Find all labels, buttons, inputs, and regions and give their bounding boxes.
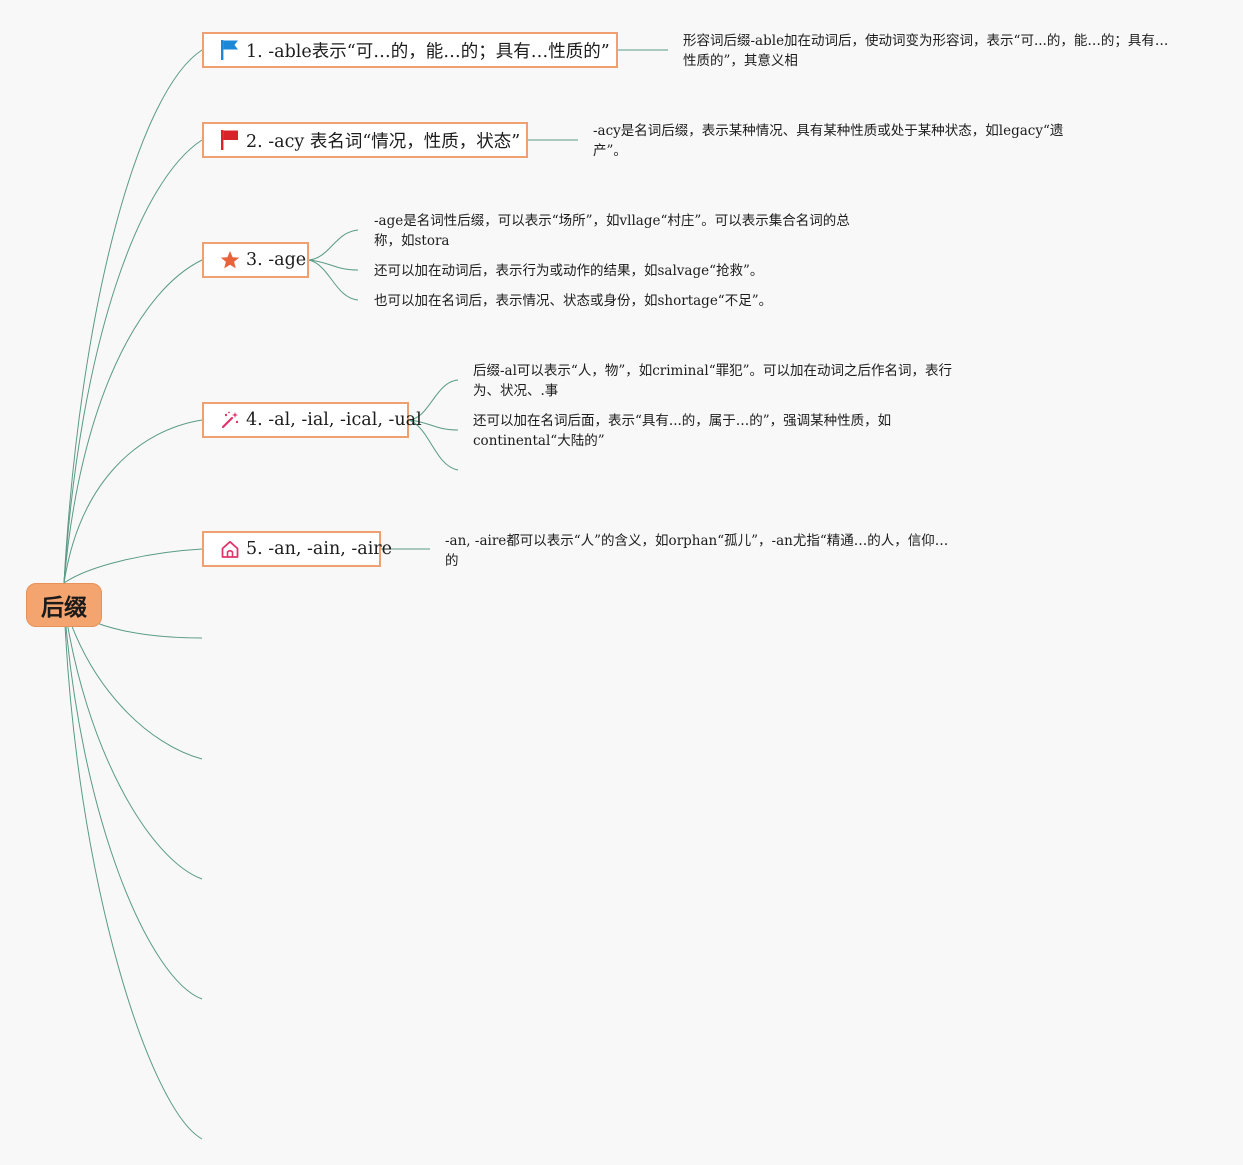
connector-empty-5: [63, 602, 203, 1140]
note-line: 性质的”，其意义相: [683, 53, 798, 69]
topic-able[interactable]: 1. -able表示“可…的，能…的；具有…性质的”: [202, 32, 618, 68]
subnote: 还可以加在动词后，表示行为或动作的结果，如salvage“抢救”。: [374, 261, 874, 281]
blue-flag-icon: [220, 39, 240, 61]
topic-label: 5. -an, -ain, -aire: [246, 539, 393, 559]
subnote: 还可以加在名词后面，表示“具有...的，属于…的”，强调某种性质，如 conti…: [473, 411, 973, 451]
topic-age[interactable]: 3. -age: [202, 242, 309, 278]
connector-subnote-3-1: [308, 229, 359, 261]
note-line: 为、状况、.事: [473, 383, 559, 399]
note-line: 也可以加在名词后，表示情况、状态或身份，如shortage“不足”。: [374, 293, 773, 309]
connector-subnote-4-2: [408, 419, 459, 431]
note-line: -an, -aire都可以表示“人”的含义，如orphan“孤儿”，-an尤指“…: [445, 533, 949, 549]
topic-an[interactable]: 5. -an, -ain, -aire: [202, 531, 392, 567]
note-line: 还可以加在动词后，表示行为或动作的结果，如salvage“抢救”。: [374, 263, 764, 279]
connector-topic-4: [63, 419, 203, 584]
topic-note: -an, -aire都可以表示“人”的含义，如orphan“孤儿”，-an尤指“…: [445, 531, 965, 571]
connector-subnote-4-1: [408, 379, 459, 421]
subnote: -age是名词性后缀，可以表示“场所”，如vllage“村庄”。可以表示集合名词…: [374, 211, 874, 251]
connector-empty-3: [63, 602, 203, 880]
topic-al[interactable]: 4. -al, -ial, -ical, -ual: [202, 402, 422, 438]
connector-subnote-4-3: [408, 419, 459, 471]
connector-topic-2: [63, 139, 203, 584]
subnote: 也可以加在名词后，表示情况、状态或身份，如shortage“不足”。: [374, 291, 874, 311]
connector-topic-5: [63, 548, 203, 584]
connector-subnote-3-2: [308, 259, 359, 271]
connector-topic-3: [63, 259, 203, 584]
subnote: 后缀-al可以表示“人，物”，如criminal“罪犯”。可以加在动词之后作名词…: [473, 361, 973, 401]
root-topic[interactable]: 后缀: [26, 583, 102, 627]
note-line: 产”。: [593, 143, 627, 159]
note-line: 还可以加在名词后面，表示“具有...的，属于…的”，强调某种性质，如: [473, 413, 892, 429]
topic-label: 3. -age: [246, 250, 307, 270]
note-line: 的: [445, 553, 459, 569]
note-line: -age是名词性后缀，可以表示“场所”，如vllage“村庄”。可以表示集合名词…: [374, 213, 850, 229]
topic-label: 1. -able表示“可…的，能…的；具有…性质的”: [246, 41, 610, 62]
note-line: -acy是名词后缀，表示某种情况、具有某种性质或处于某种状态，如legacy“遗: [593, 123, 1064, 139]
connector-subnote-3-3: [308, 259, 359, 301]
red-flag-icon: [220, 129, 240, 151]
note-line: continental“大陆的”: [473, 433, 605, 449]
connector-empty-2: [63, 602, 203, 760]
topic-note-connectors: [308, 49, 668, 550]
connector-topic-1: [63, 49, 203, 584]
note-line: 后缀-al可以表示“人，物”，如criminal“罪犯”。可以加在动词之后作名词…: [473, 363, 953, 379]
topic-acy[interactable]: 2. -acy 表名词“情况，性质，状态”: [202, 122, 528, 158]
home-icon: [220, 538, 240, 560]
star-icon: [220, 249, 240, 271]
magic-wand-icon: [220, 409, 240, 431]
topic-label: 4. -al, -ial, -ical, -ual: [246, 410, 422, 430]
note-line: 称，如stora: [374, 233, 450, 249]
topic-note: -acy是名词后缀，表示某种情况、具有某种性质或处于某种状态，如legacy“遗…: [593, 121, 1093, 161]
note-line: 形容词后缀-able加在动词后，使动词变为形容词，表示“可...的，能…的；具有…: [683, 33, 1169, 49]
connector-empty-4: [63, 602, 203, 1000]
topic-note: 形容词后缀-able加在动词后，使动词变为形容词，表示“可...的，能…的；具有…: [683, 31, 1203, 71]
topic-label: 2. -acy 表名词“情况，性质，状态”: [246, 131, 521, 152]
